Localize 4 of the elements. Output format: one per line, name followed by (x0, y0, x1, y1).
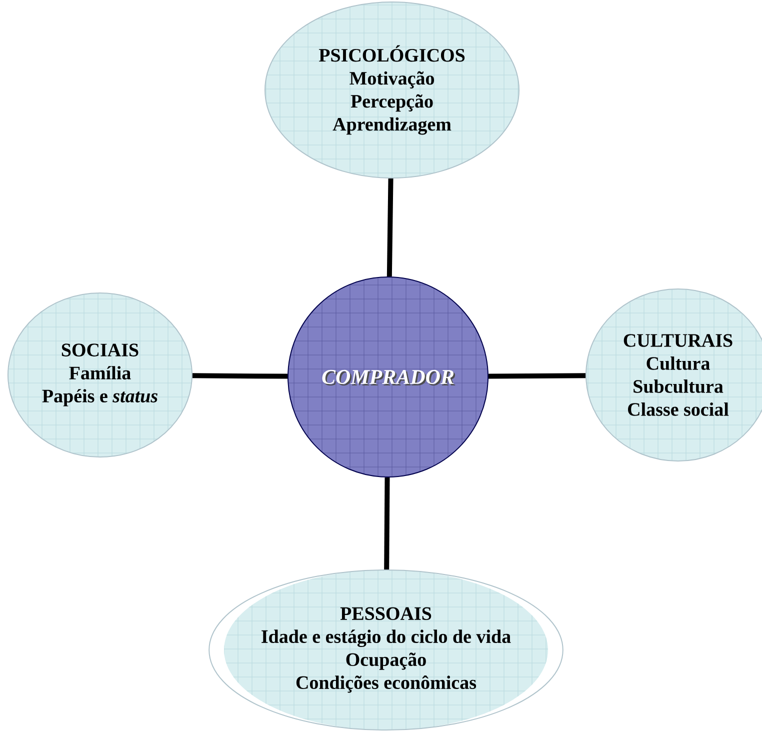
connector-line (488, 373, 586, 379)
connector-line (386, 178, 394, 277)
connector-line (384, 477, 390, 570)
connector-line (192, 373, 288, 379)
